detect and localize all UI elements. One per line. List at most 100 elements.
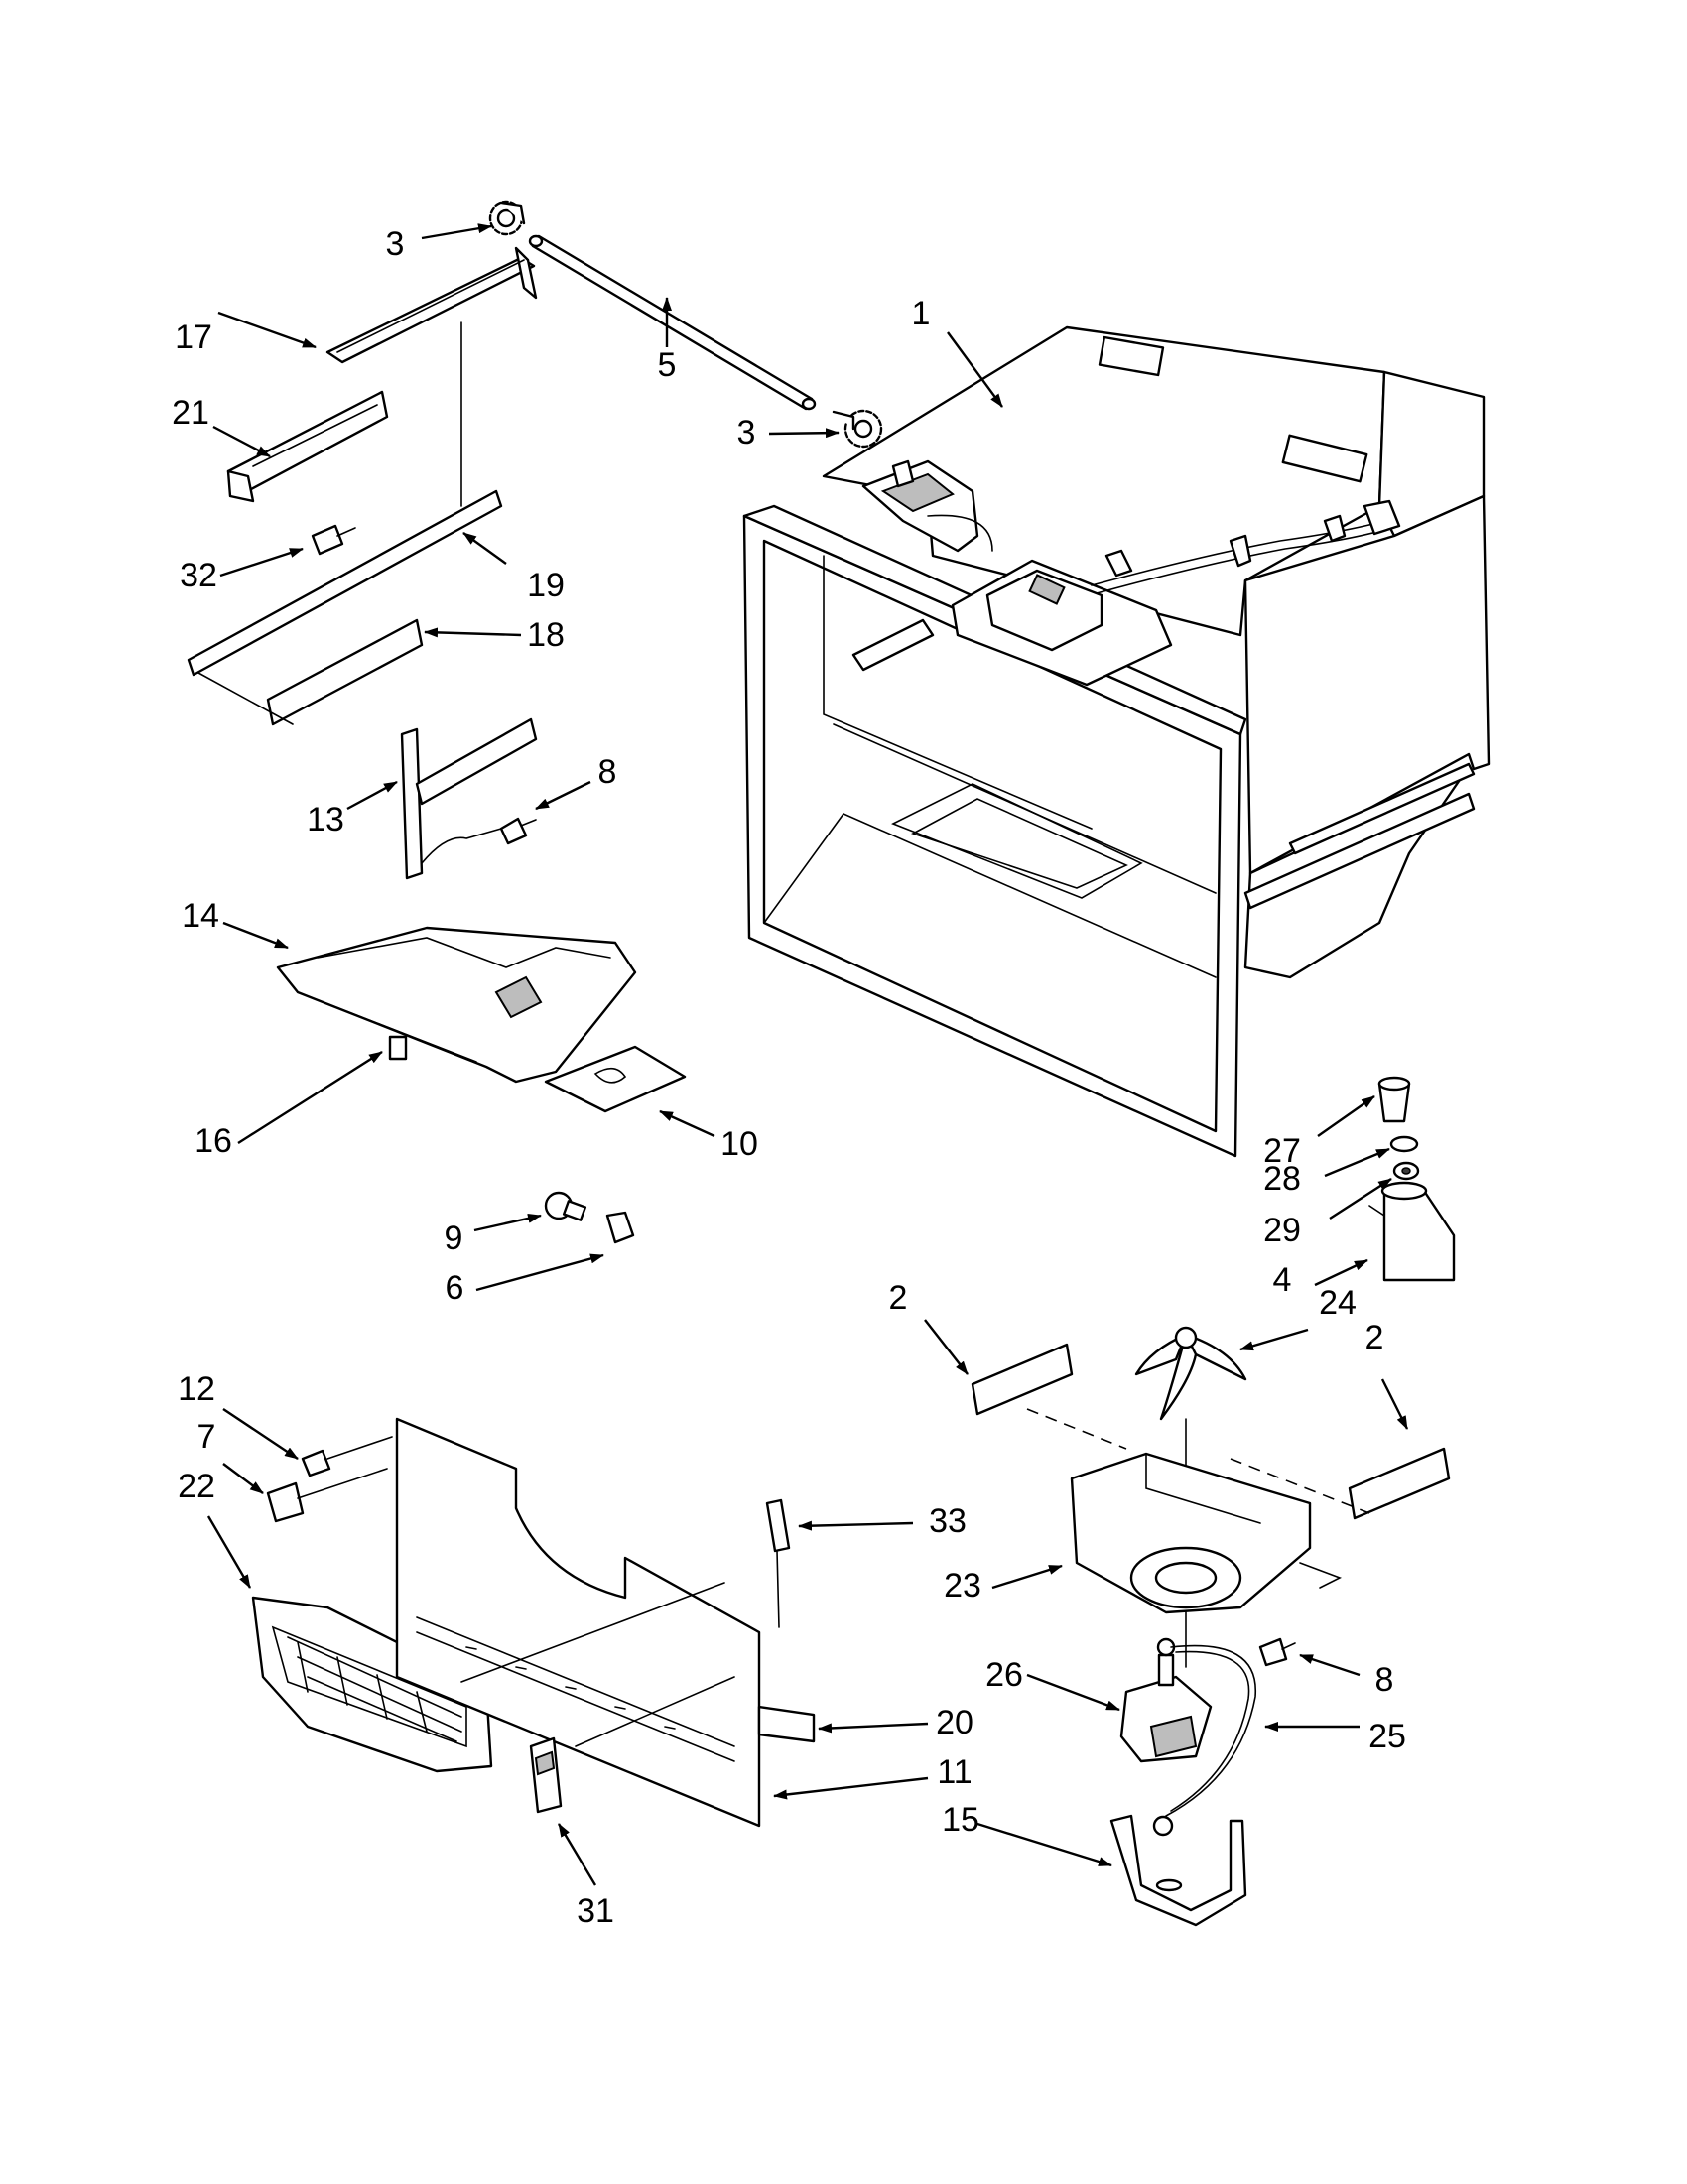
leader-6 (475, 1253, 604, 1292)
leader-12 (222, 1408, 299, 1460)
callout-28: 28 (1263, 1160, 1301, 1198)
part-7-bracket (266, 1468, 388, 1523)
leader-18 (424, 627, 522, 638)
leader-13 (346, 780, 398, 811)
leader-2a (924, 1319, 969, 1375)
leader-7 (222, 1463, 264, 1494)
callout-8a: 8 (598, 753, 617, 791)
part-4-duct (1368, 1181, 1456, 1282)
part-31-clip (529, 1736, 563, 1814)
leader-26 (1026, 1673, 1120, 1712)
leader-3a (421, 223, 492, 240)
callout-23: 23 (944, 1567, 981, 1605)
callout-10: 10 (720, 1125, 758, 1163)
leader-27 (1317, 1095, 1375, 1137)
part-29-washer (1392, 1161, 1420, 1181)
part-3-gear-right (832, 409, 883, 449)
leader-9 (473, 1213, 542, 1232)
leader-10 (659, 1109, 715, 1138)
part-6-socket (605, 1211, 635, 1244)
part-25-wire (1152, 1644, 1256, 1837)
part-12-screw (301, 1436, 393, 1477)
leader-11 (773, 1776, 929, 1800)
part-33-probe (765, 1498, 791, 1628)
callout-12: 12 (178, 1370, 215, 1408)
part-3-gear-top (488, 200, 526, 236)
callout-24: 24 (1319, 1284, 1357, 1322)
leader-17 (217, 311, 317, 349)
callout-7: 7 (197, 1418, 216, 1456)
leader-24 (1239, 1328, 1309, 1351)
part-26-motor (1119, 1637, 1213, 1763)
part-20-strip (757, 1705, 816, 1743)
part-28-oring (1389, 1135, 1419, 1153)
part-8-screw-upper (499, 817, 537, 845)
callout-1: 1 (912, 295, 931, 332)
part-23-motor-housing (1070, 1452, 1342, 1614)
callout-2b: 2 (1365, 1319, 1384, 1356)
leader-15 (976, 1822, 1112, 1867)
callout-29: 29 (1263, 1212, 1301, 1249)
callout-2a: 2 (889, 1279, 908, 1317)
callout-13: 13 (307, 801, 344, 838)
part-2-pad-right (1348, 1447, 1451, 1520)
part-2-pad-left (971, 1343, 1074, 1416)
part-14-fan-shroud (276, 926, 637, 1084)
part-1-freezer-liner (742, 325, 1491, 1158)
leader-lines (206, 223, 1409, 1886)
callout-32: 32 (180, 557, 217, 594)
callout-17: 17 (175, 319, 212, 356)
leader-3b (768, 428, 840, 439)
callout-26: 26 (985, 1656, 1023, 1694)
part-9-bulb (544, 1191, 587, 1221)
callout-11: 11 (937, 1753, 972, 1791)
leader-22 (206, 1515, 252, 1589)
part-15-bracket (1109, 1814, 1247, 1927)
callout-22: 22 (178, 1468, 215, 1505)
leader-28 (1324, 1147, 1390, 1178)
callout-8b: 8 (1375, 1661, 1394, 1699)
part-5-shaft (528, 234, 817, 411)
callout-3b: 3 (737, 414, 756, 451)
leader-1 (947, 331, 1003, 408)
leader-4 (1314, 1258, 1368, 1287)
part-13-bracket (400, 717, 538, 880)
callout-numbers: 1 2 2 3 3 4 5 6 7 8 8 9 10 11 12 13 14 1… (172, 225, 1406, 1930)
leader-20 (818, 1722, 929, 1734)
leader-14 (222, 921, 289, 950)
callout-4: 4 (1273, 1261, 1292, 1299)
leader-23 (991, 1564, 1063, 1590)
callout-6: 6 (446, 1269, 464, 1307)
callout-19: 19 (527, 567, 565, 604)
callout-33: 33 (929, 1502, 967, 1540)
part-10-pad (544, 1045, 687, 1113)
callout-25: 25 (1368, 1718, 1406, 1755)
part-32-screw (311, 524, 356, 556)
callout-16: 16 (195, 1122, 232, 1160)
callout-3a: 3 (386, 225, 405, 263)
leader-32 (219, 547, 304, 578)
part-19-rail (187, 321, 503, 677)
leader-2b (1380, 1378, 1409, 1430)
leader-33 (798, 1520, 914, 1531)
leader-31 (557, 1823, 597, 1886)
part-27-cap (1377, 1076, 1411, 1123)
part-22-grille (251, 1596, 493, 1773)
leader-21 (212, 425, 271, 458)
part-8-screw-lower (1258, 1637, 1296, 1667)
leader-8a (535, 780, 591, 811)
part-21-slide (226, 390, 389, 503)
leader-16 (237, 1050, 383, 1145)
callout-15: 15 (942, 1801, 979, 1839)
part-11-rear-panel (395, 1417, 761, 1828)
leader-19 (462, 532, 507, 565)
callout-9: 9 (445, 1220, 463, 1257)
callout-5: 5 (658, 346, 677, 384)
part-16-clip (388, 1035, 408, 1061)
callout-18: 18 (527, 616, 565, 654)
callout-14: 14 (182, 897, 219, 935)
part-18-rail (197, 618, 424, 726)
callout-21: 21 (172, 394, 209, 432)
leader-8b (1299, 1653, 1361, 1677)
